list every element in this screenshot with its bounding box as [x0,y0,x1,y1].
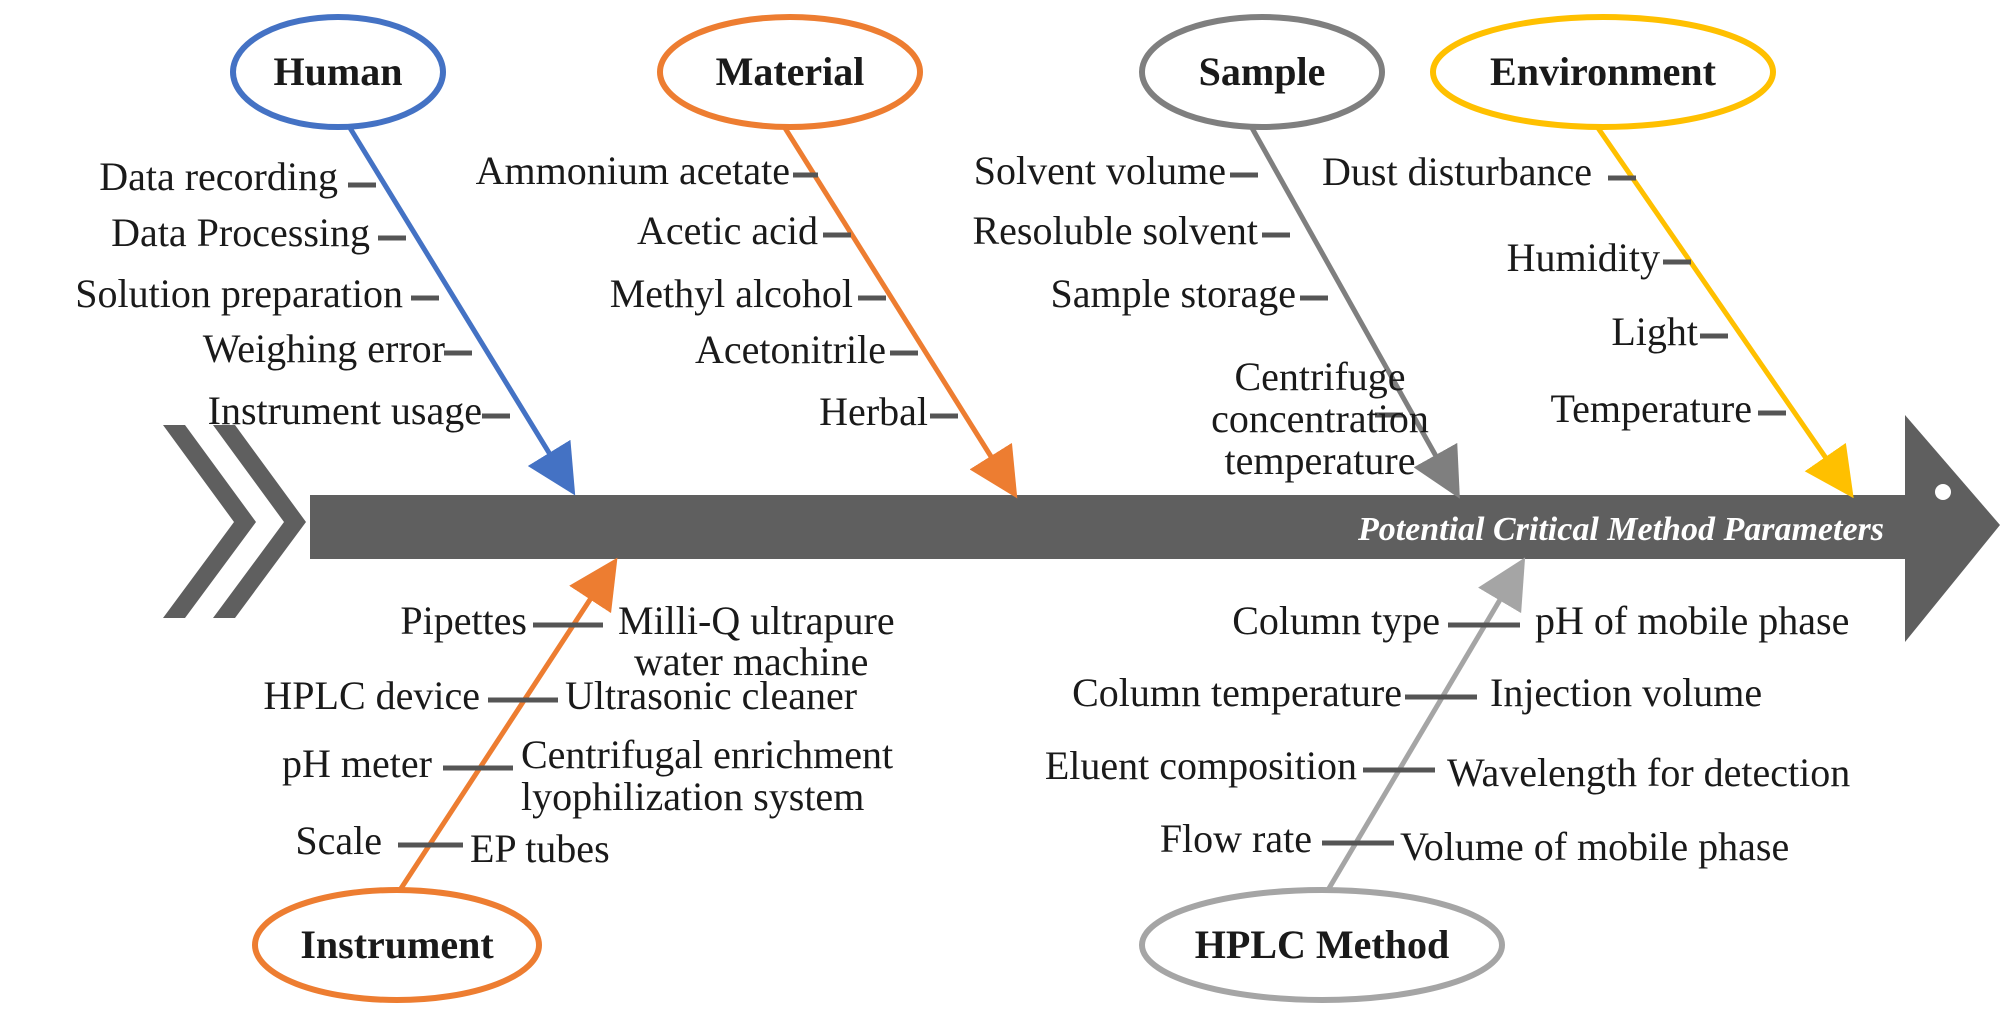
cause-material-5: Herbal [819,389,928,434]
fish-eye [1935,484,1951,500]
cause-instrument-left-2: HPLC device [263,673,480,718]
cause-environment-1: Dust disturbance [1322,149,1592,194]
bone-instrument [397,557,618,892]
cause-sample-3: Sample storage [1051,271,1297,316]
cause-hplc-right-3: Wavelength for detection [1447,750,1850,795]
cause-instrument-right-1-line1: Milli-Q ultrapure [618,598,895,643]
cause-material-1: Ammonium acetate [476,148,790,193]
category-ellipse-sample [1139,14,1385,130]
cause-hplc-left-4: Flow rate [1160,816,1312,861]
cause-instrument-left-4: Scale [295,818,382,863]
cause-material-4: Acetonitrile [695,327,886,372]
cause-sample-2: Resoluble solvent [972,208,1258,253]
cause-instrument-left-1: Pipettes [400,598,527,643]
bone-human [347,126,576,496]
cause-instrument-right-1-line2: water machine [634,639,868,684]
cause-instrument-left-3: pH meter [282,741,432,786]
cause-hplc-left-2: Column temperature [1072,670,1402,715]
cause-human-1: Data recording [99,154,338,199]
cause-human-2: Data Processing [111,210,370,255]
cause-environment-2: Humidity [1507,235,1660,280]
branch-sample: Sample Solvent volume Resoluble solvent … [972,14,1460,499]
fish-head [1905,415,2000,642]
category-label-material: Material [716,49,865,94]
cause-material-2: Acetic acid [637,208,818,253]
category-label-environment: Environment [1490,49,1717,94]
branch-environment: Environment Dust disturbance Humidity Li… [1322,14,1854,499]
cause-human-3: Solution preparation [75,271,403,316]
bone-material [782,126,1018,499]
category-ellipse-human [230,14,446,130]
branch-material: Material Ammonium acetate Acetic acid Me… [476,14,1018,499]
category-label-instrument: Instrument [300,922,494,967]
spine-bar [310,495,1910,559]
tail-chevrons [163,425,306,618]
cause-hplc-right-2: Injection volume [1490,670,1762,715]
cause-instrument-right-4: EP tubes [470,826,610,871]
category-ellipse-hplc [1139,887,1505,1003]
cause-material-3: Methyl alcohol [610,271,853,316]
cause-hplc-right-1: pH of mobile phase [1535,598,1849,643]
category-label-sample: Sample [1199,49,1326,94]
category-label-hplc: HPLC Method [1195,922,1449,967]
category-ellipse-environment [1430,14,1776,130]
cause-instrument-right-2: Ultrasonic cleaner [565,673,857,718]
cause-hplc-left-3: Eluent composition [1045,743,1357,788]
cause-human-4: Weighing error [203,326,445,371]
cause-instrument-right-3-line2: lyophilization system [521,774,864,819]
cause-hplc-right-4: Volume of mobile phase [1400,824,1789,869]
category-label-human: Human [274,49,403,94]
branch-instrument: Instrument Pipettes HPLC device pH meter… [252,557,895,1003]
category-ellipse-material [657,14,923,130]
cause-sample-4-line3: temperature [1225,438,1416,483]
cause-environment-4: Temperature [1550,386,1752,431]
cause-sample-4-line1: Centrifuge [1234,354,1405,399]
bone-hplc [1325,557,1526,892]
spine-title: Potential Critical Method Parameters [1357,511,1884,548]
branch-hplc: HPLC Method Column type Column temperatu… [1045,557,1850,1003]
cause-human-5: Instrument usage [208,388,482,433]
cause-sample-1: Solvent volume [974,148,1226,193]
cause-instrument-right-3-line1: Centrifugal enrichment [521,732,893,777]
cause-environment-3: Light [1611,309,1698,354]
branch-human: Human Data recording Data Processing Sol… [75,14,576,496]
bone-environment [1595,126,1854,499]
cause-sample-4-line2: concentration [1211,396,1429,441]
category-ellipse-instrument [252,887,542,1003]
bone-sample [1249,126,1460,499]
cause-hplc-left-1: Column type [1232,598,1440,643]
